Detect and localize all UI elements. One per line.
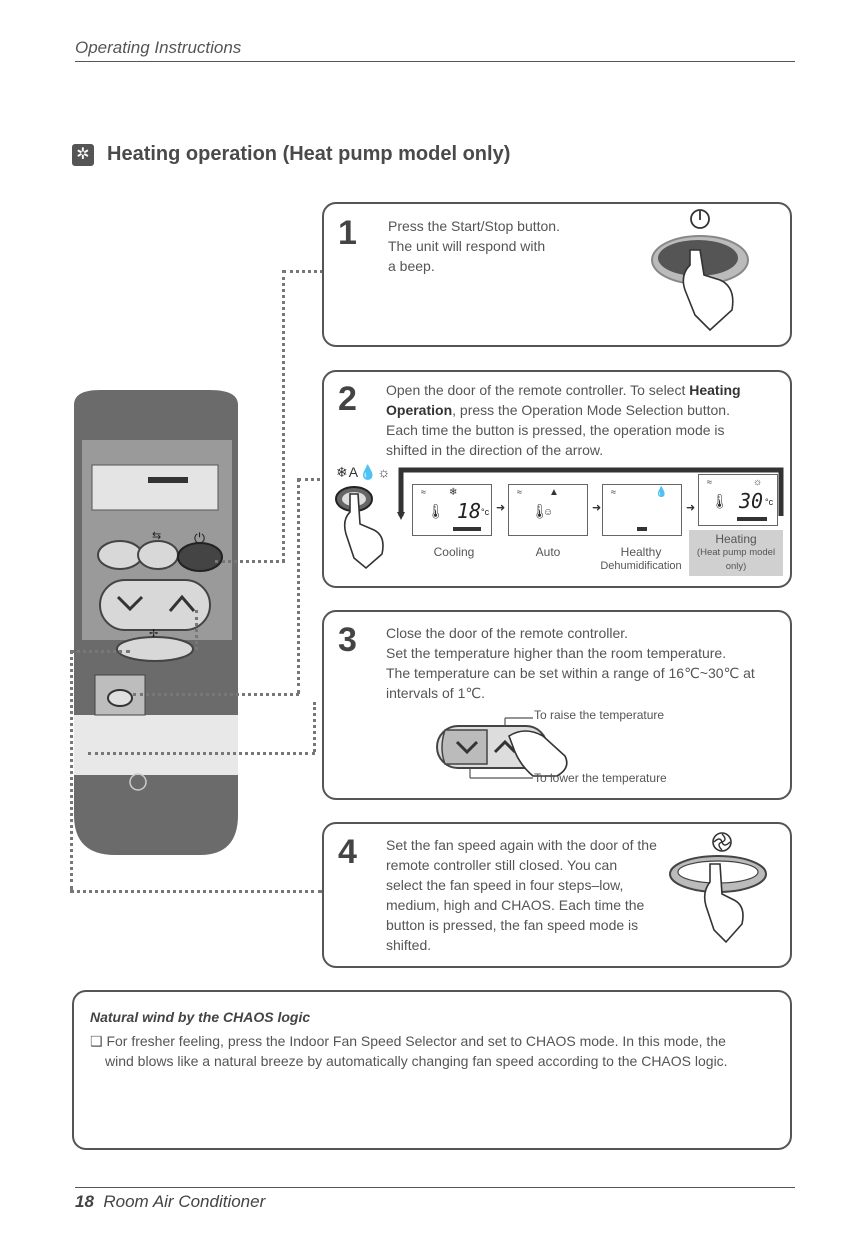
- section-title: Heating operation (Heat pump model only): [107, 143, 511, 165]
- step-number: 4: [338, 833, 357, 871]
- remote-swing-button: [137, 540, 179, 570]
- connector-line: [298, 478, 338, 481]
- chevron-up-icon: [493, 739, 517, 754]
- lower-temperature-label: To lower the temperature: [534, 771, 667, 785]
- connector-line: [195, 610, 198, 650]
- connector-line: [70, 650, 130, 653]
- lcd-auto: ▲ ≈ 🌡 ☺: [508, 484, 588, 536]
- power-icon: [690, 209, 710, 229]
- remote-fan-speed-button: [116, 636, 194, 662]
- remote-controller-illustration: ⏻ ⇆ ✢: [74, 390, 238, 855]
- lcd-temperature: 18: [457, 499, 482, 523]
- connector-line: [133, 693, 299, 696]
- chevron-down-icon: [116, 595, 144, 612]
- mode-label-cooling: Cooling: [433, 545, 475, 559]
- raise-temperature-label: To raise the temperature: [534, 708, 665, 722]
- arrow-right-icon: ➜: [592, 502, 602, 514]
- connector-line: [313, 702, 316, 752]
- chevron-down-icon: [455, 740, 479, 755]
- lcd-cooling: ❄ ≈ 🌡 18 °c: [412, 484, 492, 536]
- fan-speed-button-illustration: [669, 832, 767, 944]
- mode-label-auto: Auto: [535, 545, 561, 559]
- remote-light-band: [74, 715, 238, 775]
- connector-line: [282, 270, 285, 562]
- mode-label-healthy: Healthy Dehumidification: [600, 545, 682, 572]
- lcd-temperature: 30: [739, 489, 764, 513]
- chevron-up-icon: [168, 594, 196, 612]
- svg-text:⇆: ⇆: [152, 529, 161, 542]
- footer-divider: [75, 1187, 795, 1188]
- sun-icon: ✲: [72, 144, 94, 166]
- page-number: 18: [75, 1192, 94, 1211]
- connector-line: [297, 478, 300, 694]
- temperature-rocker-illustration: [436, 717, 568, 779]
- step-2-text: Open the door of the remote controller. …: [386, 382, 741, 458]
- step-3-text: Close the door of the remote controller.…: [386, 625, 755, 701]
- arrow-right-icon: ➜: [496, 502, 506, 514]
- lcd-healthy-dehumidification: 💧 ≈: [602, 484, 682, 536]
- connector-line: [88, 752, 315, 755]
- connector-line: [70, 890, 322, 893]
- step-number: 3: [338, 621, 357, 659]
- step-number: 2: [338, 380, 357, 418]
- chaos-note-box: [72, 990, 792, 1150]
- header-title: Operating Instructions: [75, 38, 242, 57]
- connector-line: [283, 270, 323, 273]
- step-1-text: Press the Start/Stop button. The unit wi…: [388, 218, 560, 274]
- hand-icon: [682, 249, 734, 332]
- footer-title: Room Air Conditioner: [103, 1192, 266, 1211]
- mode-label-heating: Heating (Heat pump model only): [689, 530, 783, 576]
- step-number: 1: [338, 214, 357, 252]
- note-bullet: ❑: [90, 1033, 103, 1049]
- remote-temp-rocker: [99, 579, 211, 631]
- lcd-heating: ☼ ≈ 🌡 30 °c: [698, 474, 778, 526]
- step-4-text: Set the fan speed again with the door of…: [386, 837, 657, 953]
- hand-icon: [508, 730, 568, 777]
- mode-button-press-illustration: [335, 486, 384, 570]
- hand-icon: [343, 493, 384, 570]
- remote-screen-bars: [148, 477, 188, 483]
- remote-screen: [91, 464, 219, 511]
- note-text: ❑ For fresher feeling, press the Indoor …: [90, 1033, 728, 1069]
- svg-text:⏻: ⏻: [194, 531, 205, 547]
- arrow-right-icon: ➜: [686, 502, 696, 514]
- connector-line: [70, 650, 73, 890]
- svg-text:✢: ✢: [149, 627, 158, 640]
- note-title: Natural wind by the CHAOS logic: [90, 1009, 311, 1025]
- remote-mode-button: [107, 689, 133, 707]
- brand-logo-icon: [129, 773, 147, 791]
- mode-cycle-arrow: [397, 467, 784, 520]
- hand-icon: [703, 863, 744, 944]
- start-stop-button-illustration: [651, 209, 749, 332]
- remote-start-stop-button: [177, 542, 223, 572]
- footer: 18 Room Air Conditioner: [75, 1192, 265, 1212]
- connector-line: [215, 560, 285, 563]
- mode-symbols: ❄A💧☼: [336, 464, 392, 480]
- header-divider: [75, 61, 795, 62]
- remote-fan-button: [97, 540, 143, 570]
- fan-icon: [712, 832, 732, 852]
